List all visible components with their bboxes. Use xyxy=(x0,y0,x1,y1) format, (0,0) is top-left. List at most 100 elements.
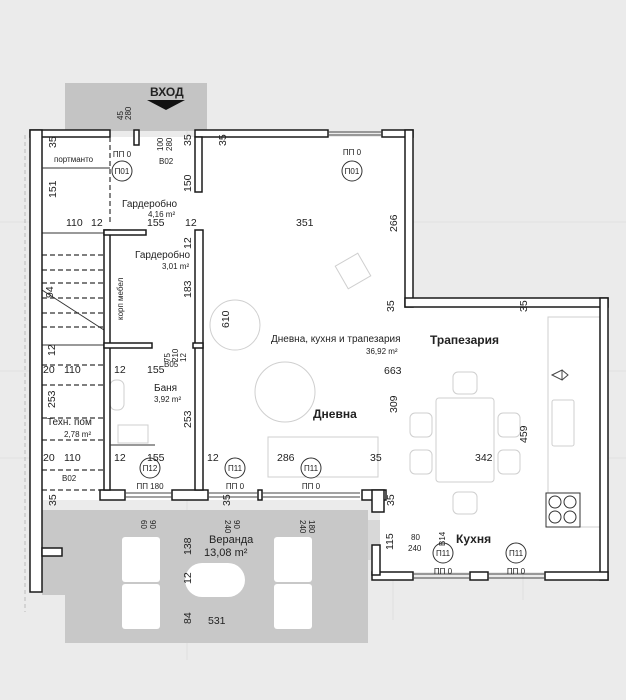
door-tag-label: П01 xyxy=(115,167,130,176)
dimension-label: 663 xyxy=(384,365,402,377)
door-tag-circle xyxy=(341,160,363,182)
dimension-label: 253 xyxy=(182,410,194,428)
dimension-label: 240 xyxy=(298,520,307,534)
door-tag-circle xyxy=(505,542,527,564)
dimension-label: 266 xyxy=(388,214,400,232)
dimension-label: 155 xyxy=(147,217,165,229)
entrance-arrow-icon xyxy=(147,100,185,110)
room-label-tech-room: Техн. пом xyxy=(47,417,92,428)
room-label-kitchen: Кухня xyxy=(456,532,491,546)
windows xyxy=(125,131,545,579)
dimension-label: 80 xyxy=(411,533,420,542)
walls xyxy=(29,129,609,593)
dimensions: 45 280 35 35 35 151 110 12 155 12 351 15… xyxy=(43,106,530,627)
door-tag: П11 ПП 0 xyxy=(432,542,454,576)
dimension-label: 45 xyxy=(116,111,125,120)
room-area-wardrobe-2: 3,01 m² xyxy=(162,262,189,271)
dimension-label: 35 xyxy=(221,494,233,506)
dimension-label: 180 xyxy=(307,520,316,534)
interior-floor xyxy=(42,137,600,572)
dimension-label: 35 xyxy=(518,300,530,312)
dimension-label: 531 xyxy=(208,615,226,627)
door-tag-circle xyxy=(139,457,161,479)
door-tag-label: П01 xyxy=(345,167,360,176)
dimension-label: 155 xyxy=(147,364,165,376)
dimension-label: 280 xyxy=(165,137,174,151)
range-hood-icon xyxy=(550,369,569,381)
dimension-label: 84 xyxy=(182,612,194,624)
door-tag-label: П11 xyxy=(436,549,451,558)
door-tag-circle xyxy=(224,457,246,479)
dimension-label: 210 xyxy=(171,348,180,362)
room-area-living-kitchen-dining: 36,92 m² xyxy=(366,347,398,356)
dimension-label: 110 xyxy=(64,364,81,376)
dimension-label: 35 xyxy=(47,136,59,148)
staircase xyxy=(41,232,105,491)
opening-tag: В14 xyxy=(438,531,447,546)
stove-hob-icon xyxy=(545,492,581,528)
room-label-bathroom: Баня xyxy=(154,383,177,394)
room-label-living: Дневна xyxy=(313,407,357,421)
door-tag-circle xyxy=(300,457,322,479)
door-tag-label: П11 xyxy=(304,464,319,473)
room-label-wardrobe-1: Гардеробно xyxy=(122,198,178,210)
dimension-label: 20 xyxy=(43,452,55,464)
door-tag: П01 ПП 0 xyxy=(341,148,363,182)
dimension-label: 20 xyxy=(43,364,55,376)
door-tag-label: ПП 0 xyxy=(343,148,362,157)
dimension-label: 12 xyxy=(91,217,103,229)
dimension-label: 35 xyxy=(370,452,382,464)
dimension-label: 12 xyxy=(182,572,194,584)
dimension-label: 253 xyxy=(46,390,58,408)
dimension-label: 286 xyxy=(277,452,295,464)
room-label-wardrobe-2: Гардеробно xyxy=(135,249,191,261)
dimension-label: 90 xyxy=(232,520,241,529)
dimension-label: 35 xyxy=(385,300,397,312)
dimension-label: 351 xyxy=(296,217,314,229)
dimension-label: 35 xyxy=(182,134,194,146)
room-area-veranda: 13,08 m² xyxy=(204,547,248,559)
dimension-label: 138 xyxy=(182,537,194,555)
dimension-label: 12 xyxy=(114,364,126,376)
dimension-label: 115 xyxy=(384,533,396,550)
room-label-living-kitchen-dining: Дневна, кухня и трапезария xyxy=(271,334,401,345)
opening-tag: В02 xyxy=(62,474,77,483)
dimension-label: 110 xyxy=(66,217,83,229)
dimension-label: 12 xyxy=(114,452,126,464)
door-tag-label: П12 xyxy=(143,464,158,473)
door-tag-label: ПП 0 xyxy=(434,567,453,576)
dimension-label: 610 xyxy=(220,310,232,328)
door-tag: П01 ПП 0 xyxy=(111,150,133,182)
dimension-label: 280 xyxy=(124,106,133,120)
dimension-label: 240 xyxy=(223,520,232,534)
door-tag-label: ПП 0 xyxy=(507,567,526,576)
dimension-label: 110 xyxy=(64,452,81,464)
door-tag-label: ПП 0 xyxy=(226,482,245,491)
dimension-label: 240 xyxy=(408,544,422,553)
dimension-label: 60 xyxy=(139,520,148,529)
opening-tag: В02 xyxy=(159,157,174,166)
veranda-furniture xyxy=(122,537,312,629)
dimension-label: 12 xyxy=(182,237,194,249)
door-tag-circle xyxy=(111,160,133,182)
dimension-label: 342 xyxy=(475,452,493,464)
dimension-label: 12 xyxy=(46,344,58,356)
room-labels: портманто Гардеробно 4,16 m² Гардеробно … xyxy=(47,155,499,559)
dimension-label: 94 xyxy=(44,286,56,298)
room-label-dining: Трапезария xyxy=(430,333,499,347)
entrance-area xyxy=(65,83,207,131)
dimension-label: 459 xyxy=(518,425,530,443)
room-label-cabinet: корп мебел xyxy=(116,277,125,320)
dimension-label: 12 xyxy=(207,452,219,464)
dimension-label: 12 xyxy=(185,217,197,229)
dimension-label: 90 xyxy=(148,520,157,529)
dimension-label: 12 xyxy=(179,353,188,362)
dimension-label: 309 xyxy=(388,395,400,413)
door-tag-label: ПП 0 xyxy=(113,150,132,159)
dimension-label: 35 xyxy=(385,494,397,506)
